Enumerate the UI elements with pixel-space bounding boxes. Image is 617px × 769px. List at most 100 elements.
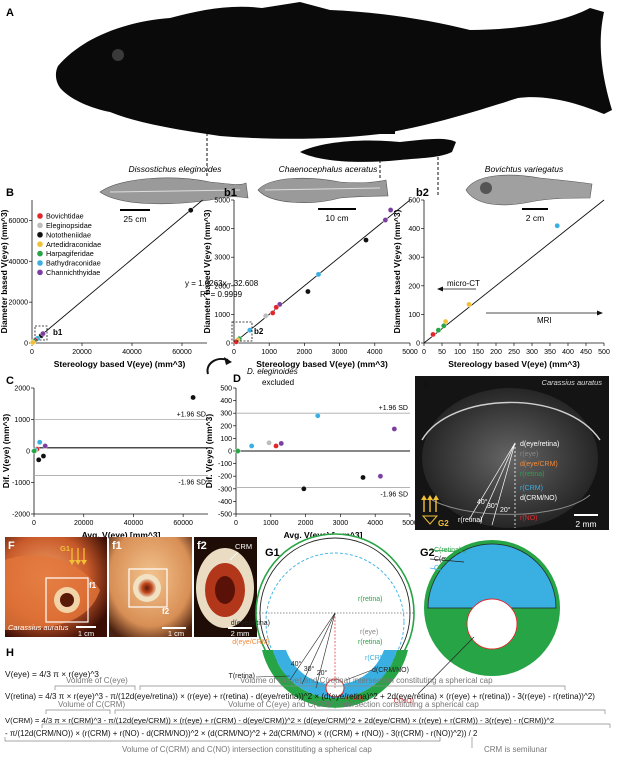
g2-pointer-eye: [429, 558, 465, 563]
data-point-b2: [466, 301, 472, 308]
equation-braces: [4, 685, 611, 748]
x-tick-label-b1: 4000: [367, 349, 383, 356]
panel-letter-f2: f2: [197, 540, 207, 552]
x-tick-label-B: 60000: [172, 349, 192, 356]
g2-pointer-crm: [429, 567, 461, 575]
species-label-b: Dissostichus eleginoides: [128, 164, 222, 174]
y-tick-label-B: 0: [24, 341, 28, 348]
g1-label: C(NO): [394, 698, 414, 705]
data-point-b1: [363, 237, 369, 243]
d-excluded-species: D. eleginoides: [247, 367, 298, 376]
data-point-D: [273, 443, 279, 449]
panel-letter-d: D: [233, 373, 241, 385]
data-point-b1: [273, 304, 280, 311]
y-tick-label-b2: 400: [408, 226, 420, 233]
x-tick-label-C: 60000: [173, 520, 193, 527]
bovichtus-silhouette: [425, 144, 452, 153]
inset-label-b1: b1: [53, 328, 63, 337]
curved-arrow-d-head: [224, 357, 232, 365]
e-label: d(eye/CRM): [520, 461, 558, 468]
y-tick-label-D: -200: [218, 474, 232, 481]
x-tick-label-D: 0: [234, 520, 238, 527]
sd-lower-label-C: -1.96 SD: [178, 480, 206, 487]
legend-label: Nototheniidae: [46, 230, 91, 239]
panel-letter-e: E: [423, 380, 429, 390]
y-axis-label-b1: Diameter based V(eye) (mm^3): [202, 209, 212, 333]
data-point-b1: [315, 271, 322, 278]
arrow-mri-head: [597, 310, 603, 316]
x-tick-label-b1: 0: [232, 349, 236, 356]
sd-upper-label-C: +1.96 SD: [177, 412, 206, 419]
eq-vcrm-line1: V(CRM) = 4/3 π × r(CRM)^3 - π/(12d(eye/C…: [5, 716, 554, 725]
y-tick-label-B: 20000: [9, 300, 29, 307]
fit-line-b2: [423, 199, 605, 344]
y-tick-label-D: 200: [220, 423, 232, 430]
label-microct: micro-CT: [447, 279, 480, 288]
x-tick-label-b2: 500: [598, 349, 610, 356]
legend-swatch: [36, 212, 44, 220]
data-point-b1: [382, 217, 389, 223]
legend-label: Bovichtidae: [46, 212, 84, 221]
ultrasound-labels: d(eye/retina)r(eye)d(eye/CRM)r(retina)r(…: [458, 441, 559, 524]
panel-letter-b2: b2: [416, 187, 429, 199]
x-tick-label-b2: 350: [544, 349, 556, 356]
arrow-microct-head: [437, 286, 443, 292]
g1-label: 20°: [317, 669, 328, 677]
x-axis-label-b1: Stereology based V(eye) (mm^3): [256, 359, 388, 369]
species-label-f: Carassius auratus: [8, 623, 69, 632]
toothfish-eye: [112, 49, 124, 61]
g1-label: d(eye/CRM): [232, 639, 270, 646]
e-label: d(CRM/NO): [520, 495, 557, 502]
e-label: 30°: [487, 502, 498, 510]
g1-pointer-tretina: [255, 675, 291, 678]
y-tick-label-C: 1000: [14, 417, 30, 424]
y-tick-label-D: 400: [220, 398, 232, 405]
ultrasound-image: [415, 376, 609, 530]
probe-icon-f: G1: [60, 544, 87, 565]
probe-label-g2: G2: [438, 519, 449, 528]
x-tick-label-D: 2000: [298, 520, 314, 527]
g1-label: r(NO): [346, 695, 364, 702]
e-label: 20°: [500, 506, 511, 514]
x-tick-label-D: 1000: [263, 520, 279, 527]
x-tick-label-b2: 450: [580, 349, 592, 356]
panel-letter-g1: G1: [265, 547, 280, 559]
y-tick-label-D: 500: [220, 386, 232, 393]
fit-line-b1: [233, 199, 411, 344]
regression-r2: R² = 0.9999: [200, 290, 243, 299]
scale-label-b: 25 cm: [123, 214, 146, 224]
legend-b: BovichtidaeEleginopsidaeNototheniidaeArt…: [36, 212, 101, 277]
species-label-b2: Bovichtus variegatus: [485, 164, 564, 174]
panel-letter-c: C: [6, 375, 14, 387]
legend-swatch: [36, 222, 44, 229]
legend-label: Artedidraconidae: [46, 240, 101, 249]
xray-fish-b1: [257, 177, 389, 203]
sd-upper-label-D: +1.96 SD: [379, 405, 408, 412]
species-label-b1: Chaenocephalus aceratus: [279, 164, 379, 174]
curved-arrow-d: [206, 358, 229, 375]
data-point-C: [190, 394, 196, 401]
panel-letter-f: F: [8, 540, 15, 552]
g1-pointer-dcrmno: [345, 669, 373, 681]
panel-letter-f1-inset: f1: [89, 581, 97, 590]
data-point-D: [234, 448, 241, 454]
legend-label: Eleginopsidae: [46, 221, 92, 230]
eq-vcrm-line2: - π/(12d(CRM/NO)) × (r(CRM) + r(NO) - d(…: [5, 729, 478, 738]
g2-pointer-retina: [429, 549, 467, 553]
x-axis-label-b2: Stereology based V(eye) (mm^3): [448, 359, 580, 369]
legend-swatch: [36, 269, 44, 276]
x-axis-label-B: Stereology based V(eye) (mm^3): [54, 359, 186, 369]
y-tick-label-D: -500: [218, 512, 232, 519]
data-point-C: [42, 443, 48, 449]
data-point-D: [377, 473, 384, 480]
probe-label-g1: G1: [60, 544, 70, 553]
data-point-D: [301, 485, 307, 492]
panel-letter-g2: G2: [420, 547, 435, 559]
schematic-g2: [424, 540, 560, 676]
goldfish-photo-f: [5, 537, 107, 637]
